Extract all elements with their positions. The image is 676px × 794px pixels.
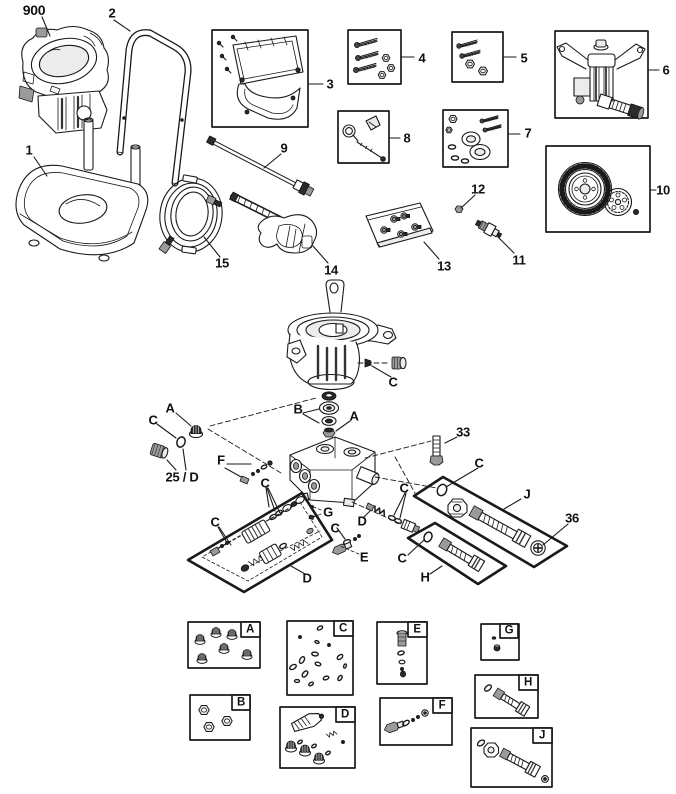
label-c-h-oring: C (397, 550, 407, 566)
label-kit-d-main: D (302, 570, 312, 586)
callout-handle-2: 2 (108, 5, 116, 21)
label-stack-a: A (349, 408, 359, 424)
callout-nut-12: 12 (471, 181, 485, 197)
kit-box-f-label: F (438, 699, 446, 712)
label-cap-a: A (165, 400, 175, 416)
label-stack-b: B (293, 401, 303, 417)
label-orings-c-trio: C (260, 475, 270, 491)
label-c-lower-left: C (210, 514, 220, 530)
unloader-group-art (331, 493, 420, 556)
kit-box-e-label: E (413, 623, 421, 636)
kit-box-a-label: A (245, 623, 255, 636)
callout-engine-900: 900 (22, 2, 46, 18)
inlet-kit-parallelogram-h (408, 523, 506, 584)
label-kit-f: F (217, 452, 225, 468)
kit-box-j (471, 728, 552, 787)
locknut-36-art (531, 524, 568, 555)
callout-shroud-3: 3 (326, 76, 334, 92)
kit-box-b-label: B (236, 696, 246, 709)
handle-art (117, 33, 188, 184)
pump-housing-art (287, 280, 406, 390)
callout-kit-5: 5 (520, 50, 528, 66)
spark-plug-art (474, 218, 503, 241)
kit-box-5 (452, 32, 516, 82)
frame-art (16, 118, 148, 261)
callout-hose-15: 15 (215, 255, 229, 271)
inlet-cap-group-art (150, 413, 203, 470)
side-plug-art (392, 357, 406, 369)
kit-box-h (475, 675, 538, 718)
kit-box-e (377, 622, 427, 684)
nozzle-bag-art (366, 203, 433, 247)
nozzle-tips (381, 213, 421, 238)
f-group-art (225, 461, 272, 484)
label-seal-c-plug: C (388, 374, 398, 390)
callout-plug-25d: 25 / D (165, 469, 199, 485)
alignment-dashes (208, 363, 437, 493)
kit-box-b (190, 695, 250, 740)
gun-art (230, 192, 317, 253)
label-oring-c-left: C (148, 412, 158, 428)
label-kit-h: H (420, 569, 430, 585)
wand-art (207, 136, 315, 198)
engine-art (19, 27, 108, 134)
kit-box-g-label: G (504, 624, 514, 637)
callout-plug-11: 11 (512, 252, 526, 268)
callout-frame-1: 1 (25, 142, 33, 158)
manifold-art (290, 437, 380, 507)
kit-box-c (287, 621, 353, 695)
label-c-j-oring: C (474, 455, 484, 471)
label-c-mid: C (330, 520, 340, 536)
bolt-33-art (430, 436, 457, 465)
label-kit-e: E (359, 549, 369, 565)
g-group-art (309, 505, 321, 520)
leader-lines-top (34, 17, 514, 263)
kit-box-4 (348, 30, 414, 84)
callout-wheel-10: 10 (656, 182, 670, 198)
hose-art (155, 174, 227, 256)
callout-locknut-36: 36 (565, 510, 579, 526)
kit-box-c-label: C (338, 622, 348, 635)
kit-box-8 (338, 111, 400, 163)
kit-box-g (481, 624, 519, 660)
callout-kit-8: 8 (403, 130, 411, 146)
callout-kit-4: 4 (418, 50, 426, 66)
callout-nozzles-13: 13 (437, 258, 451, 274)
callout-pump-6: 6 (662, 62, 670, 78)
outlet-kit-parallelogram-j (414, 468, 567, 567)
kit-box-6 (555, 31, 659, 120)
kit-box-f (380, 698, 452, 745)
callout-kit-7: 7 (524, 125, 532, 141)
label-kit-j: J (523, 486, 531, 502)
kit-box-h-label: H (523, 676, 533, 689)
kit-box-j-label: J (538, 729, 546, 742)
label-kit-g: G (323, 504, 333, 520)
label-c-pair: C (399, 480, 409, 496)
kit-box-7 (443, 110, 520, 167)
kit-box-a (188, 622, 260, 668)
valve-kit-parallelogram-d (188, 488, 332, 592)
seal-stack-art (320, 392, 339, 437)
callout-bolt-33: 33 (456, 424, 470, 440)
callout-gun-14: 14 (324, 262, 338, 278)
callout-wand-9: 9 (280, 140, 288, 156)
kit-box-d-label: D (340, 708, 350, 721)
kit-box-10 (546, 146, 656, 232)
label-kit-d-right: D (357, 513, 367, 529)
kit-box-d (280, 707, 355, 768)
kit-box-3 (212, 30, 323, 127)
